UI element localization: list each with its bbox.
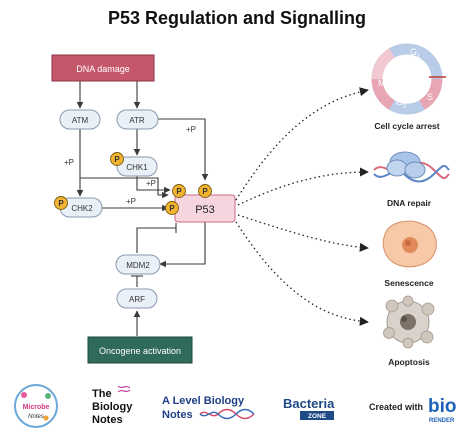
senescence-icon: [382, 220, 437, 268]
svg-text:1: 1: [417, 54, 421, 60]
dna-repair-icon: [373, 151, 450, 183]
oncogene-label: Oncogene activation: [99, 346, 181, 356]
svg-text:P: P: [176, 187, 182, 196]
phospho-p53-3: P: [165, 201, 179, 215]
edges: [76, 81, 209, 336]
apoptosis-icon: [383, 295, 435, 349]
chk2-label: CHK2: [71, 204, 93, 213]
node-atm: ATM: [59, 109, 101, 130]
edge-mdm2-inhibit-p53: [136, 227, 176, 253]
svg-text:A Level Biology: A Level Biology: [162, 395, 245, 407]
node-atr: ATR: [116, 109, 159, 130]
node-p53: P53: [174, 194, 236, 223]
outcome-senescence: Senescence: [384, 278, 433, 288]
outcome-edges: [235, 87, 369, 326]
logo-a-level-biology-notes: A Level Biology Notes: [162, 395, 255, 421]
outcome-apoptosis: Apoptosis: [388, 357, 430, 367]
edge-p53-cellcycle: [235, 87, 369, 201]
svg-text:P: P: [114, 155, 120, 164]
edge-atm-p53: [80, 177, 169, 199]
svg-text:ZONE: ZONE: [308, 413, 327, 420]
svg-text:P: P: [169, 204, 175, 213]
outcome-dna-repair: DNA repair: [387, 198, 432, 208]
label-chk2-plusP: +P: [126, 197, 136, 206]
logo-biorender: Created with bio RENDER: [369, 396, 457, 424]
node-dna-damage: DNA damage: [51, 54, 155, 82]
logo-bacteria-zone: Bacteria ZONE: [283, 396, 335, 420]
edge-p53-senescence: [237, 214, 369, 252]
svg-text:RENDER: RENDER: [429, 418, 455, 424]
p53-label: P53: [195, 204, 215, 216]
edge-chk1-p53: [136, 176, 171, 194]
svg-text:G: G: [410, 47, 417, 57]
svg-text:bio: bio: [428, 396, 457, 417]
svg-text:Notes: Notes: [162, 409, 193, 421]
svg-text:P: P: [202, 187, 208, 196]
node-oncogene: Oncogene activation: [87, 336, 193, 364]
arf-label: ARF: [129, 295, 145, 304]
svg-text:The: The: [92, 388, 112, 400]
chk1-label: CHK1: [126, 163, 148, 172]
edge-atr-p53: [158, 118, 209, 181]
svg-text:P: P: [58, 199, 64, 208]
svg-text:Bacteria: Bacteria: [283, 396, 335, 411]
page-title: P53 Regulation and Signalling: [108, 8, 366, 28]
svg-text:Biology: Biology: [92, 401, 133, 413]
label-atm-plusP: +P: [64, 158, 74, 167]
svg-text:M: M: [378, 78, 386, 88]
edge-p53-mdm2: [159, 222, 206, 268]
svg-text:Notes: Notes: [92, 414, 123, 426]
cell-cycle-icon: G 1 M G 2 S: [371, 43, 446, 115]
svg-text:G: G: [396, 97, 403, 107]
svg-text:Created with: Created with: [369, 402, 423, 412]
outcome-cell-cycle-arrest: Cell cycle arrest: [374, 121, 439, 131]
atr-label: ATR: [129, 116, 145, 125]
svg-text:2: 2: [403, 104, 407, 110]
edge-p53-dnarepair: [237, 167, 369, 206]
node-mdm2: MDM2: [115, 254, 161, 275]
atm-label: ATM: [72, 116, 89, 125]
mdm2-label: MDM2: [126, 261, 150, 270]
phospho-chk1: P: [110, 152, 124, 166]
node-chk1: CHK1: [116, 156, 158, 177]
svg-text:S: S: [427, 92, 433, 102]
phospho-p53-2: P: [198, 184, 212, 198]
logo-the-biology-notes: The Biology Notes: [92, 385, 133, 426]
phospho-chk2: P: [54, 196, 68, 210]
phospho-p53-1: P: [172, 184, 186, 198]
node-arf: ARF: [116, 288, 158, 309]
label-atr-plusP: +P: [186, 125, 196, 134]
dna-damage-label: DNA damage: [76, 64, 130, 74]
svg-text:Notes: Notes: [28, 414, 44, 420]
svg-text:Microbe: Microbe: [23, 404, 50, 411]
edge-p53-apoptosis: [235, 221, 369, 326]
logo-microbe-notes: Microbe Notes: [14, 384, 58, 428]
label-chk1-plusP: +P: [146, 179, 156, 188]
